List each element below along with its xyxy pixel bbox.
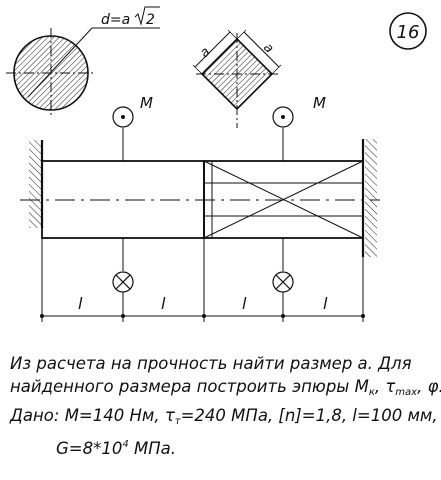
square-section: a a <box>192 29 282 128</box>
shaft <box>20 160 380 239</box>
task-line-2: найденного размера построить эпюры Мк, τ… <box>10 377 441 398</box>
torque-2: M <box>272 94 326 322</box>
side-label-left: a <box>197 45 213 61</box>
segment-label-4: l <box>323 294 328 313</box>
problem-number-badge: 16 <box>389 12 427 50</box>
segment-label-3: l <box>242 294 247 313</box>
torque-1: M <box>112 94 153 322</box>
segment-label-2: l <box>161 294 166 313</box>
sqrt-argument: 2 <box>146 12 155 28</box>
segment-label-1: l <box>78 294 83 313</box>
task-line-3: Дано: М=140 Нм, τт=240 МПа, [n]=1,8, l=1… <box>10 406 438 427</box>
moment-label-1: M <box>140 94 153 112</box>
length-dimensions: l l l l <box>40 238 365 322</box>
moment-label-2: M <box>313 94 326 112</box>
diameter-label: d=a <box>101 12 130 28</box>
right-wall <box>361 139 377 322</box>
task-line-1: Из расчета на прочность найти размер а. … <box>10 354 412 373</box>
task-text: Из расчета на прочность найти размер а. … <box>10 352 441 460</box>
side-label-right: a <box>260 40 276 56</box>
task-line-4: G=8*104 МПа. <box>56 439 176 458</box>
left-wall <box>29 140 44 322</box>
circular-section: d=a 2 <box>6 6 160 118</box>
problem-number: 16 <box>397 22 420 43</box>
